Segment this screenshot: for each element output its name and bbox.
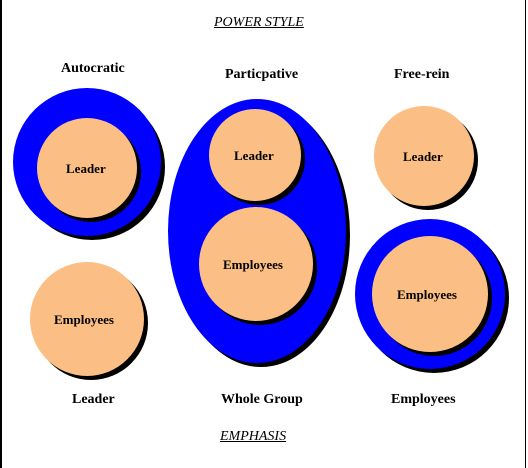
participative-employees-label: Employees: [223, 257, 283, 272]
participative-group: [168, 99, 350, 367]
style-name-participative: Particpative: [225, 67, 299, 82]
free-rein-employees-label: Employees: [397, 287, 457, 302]
emphasis-autocratic: Leader: [72, 392, 115, 407]
free-rein-leader-circle: [374, 106, 474, 206]
emphasis-title: EMPHASIS: [220, 429, 287, 444]
style-name-free-rein: Free-rein: [394, 67, 450, 82]
participative-employees-circle: [199, 207, 313, 321]
autocratic-group: [13, 88, 165, 380]
autocratic-employees-label: Employees: [54, 312, 114, 327]
diagram-title: POWER STYLE: [214, 15, 304, 30]
left-border: [0, 0, 2, 468]
style-name-autocratic: Autocratic: [61, 61, 125, 76]
participative-leader-circle: [209, 109, 301, 201]
free-rein-leader-label: Leader: [403, 149, 443, 164]
emphasis-free-rein: Employees: [391, 392, 456, 407]
free-rein-group: [355, 106, 509, 373]
autocratic-leader-circle: [37, 118, 137, 218]
autocratic-leader-label: Leader: [66, 161, 106, 176]
free-rein-employees-circle: [372, 236, 488, 352]
autocratic-employees-circle: [30, 262, 144, 376]
participative-leader-label: Leader: [234, 148, 274, 163]
emphasis-participative: Whole Group: [221, 392, 303, 407]
right-border: [525, 0, 526, 468]
